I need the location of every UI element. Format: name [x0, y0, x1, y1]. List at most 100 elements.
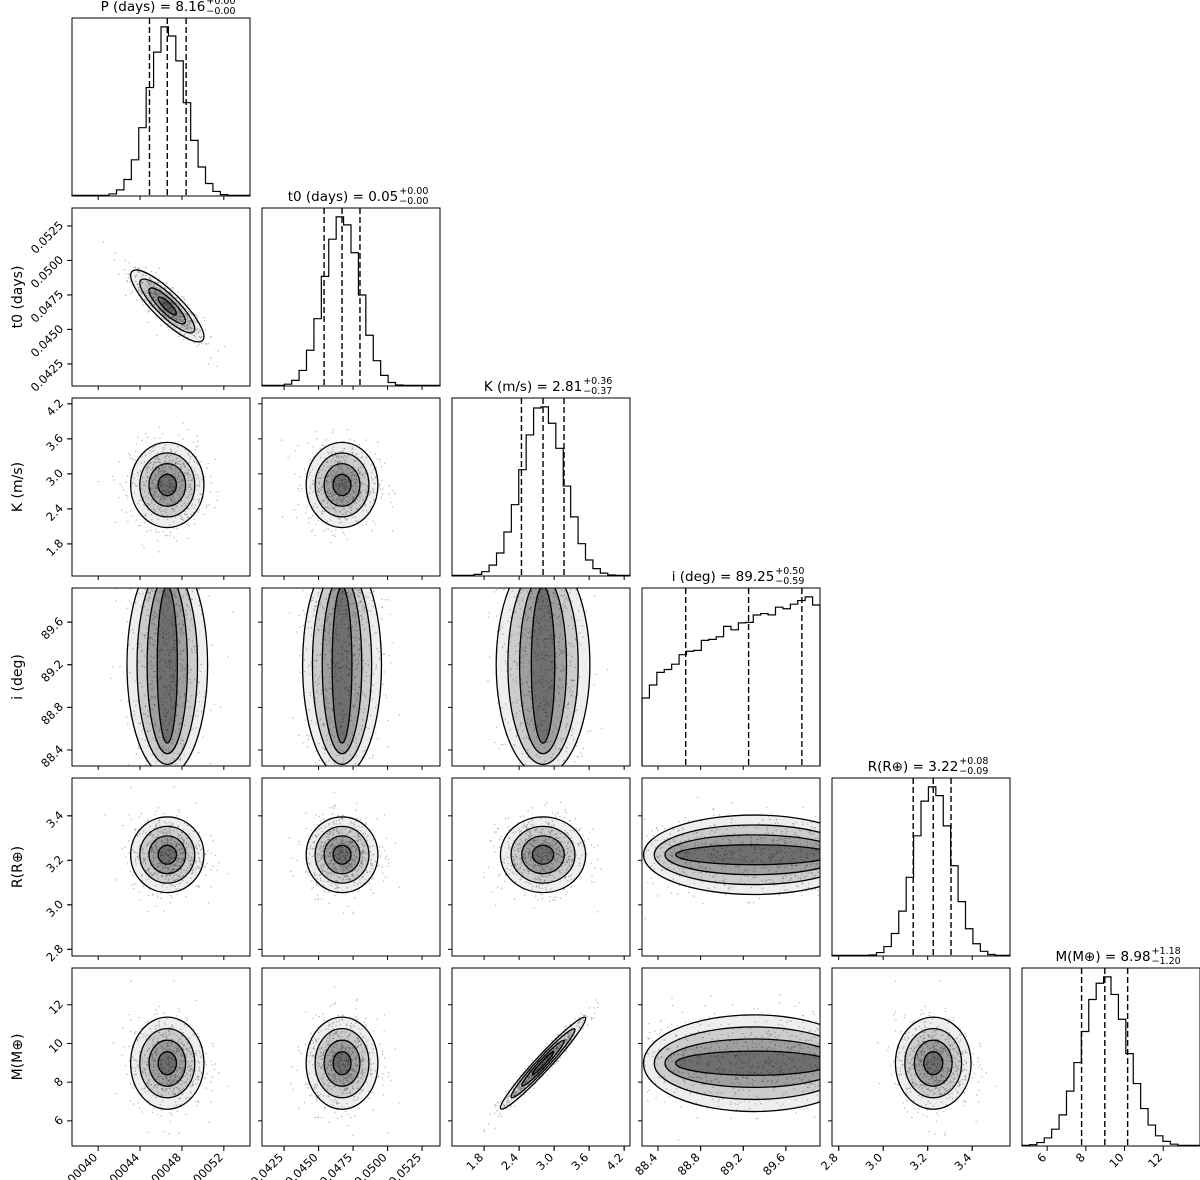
sample-point	[150, 488, 152, 491]
sample-point	[381, 598, 383, 600]
sample-point	[308, 522, 310, 524]
sample-point	[159, 728, 161, 730]
sample-point	[178, 489, 181, 491]
sample-point	[192, 640, 194, 642]
sample-point	[193, 342, 195, 344]
sample-point	[337, 457, 339, 459]
sample-point	[352, 492, 355, 494]
sample-point	[362, 499, 364, 501]
sample-point	[600, 727, 603, 730]
sample-point	[330, 492, 332, 494]
title-error-minus: −0.37	[583, 386, 612, 397]
sample-point	[488, 616, 490, 618]
sample-point	[335, 459, 337, 462]
sample-point	[198, 588, 201, 590]
sample-point	[338, 748, 340, 750]
sample-point	[352, 499, 354, 502]
sample-point	[368, 689, 371, 692]
sample-point	[196, 484, 198, 487]
sample-point	[198, 681, 200, 684]
sample-point	[356, 508, 358, 510]
sample-point	[329, 495, 331, 498]
sample-point	[208, 595, 210, 597]
panel-content	[97, 422, 219, 553]
sample-point	[330, 478, 333, 481]
sample-point	[168, 750, 170, 752]
sample-point	[326, 690, 328, 692]
sample-point	[335, 662, 338, 665]
sample-point	[181, 651, 183, 653]
sample-point	[174, 498, 176, 500]
sample-point	[124, 269, 126, 271]
sample-point	[164, 592, 166, 594]
sample-point	[189, 457, 192, 460]
sample-point	[128, 262, 131, 264]
sample-point	[143, 291, 145, 293]
sample-point	[353, 496, 355, 498]
sample-point	[348, 673, 350, 675]
sample-point	[342, 492, 344, 494]
sample-point	[178, 496, 181, 498]
sample-point	[155, 905, 157, 907]
sample-point	[155, 648, 157, 651]
sample-point	[328, 723, 330, 726]
sample-point	[332, 534, 334, 537]
sample-point	[164, 457, 166, 459]
sample-point	[154, 704, 156, 707]
sample-point	[354, 613, 356, 615]
sample-point	[206, 862, 208, 865]
sample-point	[343, 472, 345, 474]
sample-point	[188, 606, 190, 608]
title-error-plus: +0.00	[206, 0, 235, 7]
sample-point	[155, 316, 157, 318]
sample-point	[311, 514, 314, 516]
sample-point	[351, 731, 353, 734]
sample-point	[368, 494, 370, 496]
sample-point	[102, 241, 105, 243]
sample-point	[392, 490, 394, 492]
sample-point	[218, 862, 220, 864]
sample-point	[166, 454, 168, 457]
sample-point	[174, 486, 176, 488]
sample-point	[327, 488, 330, 490]
sample-point	[339, 492, 342, 495]
sample-point	[385, 697, 387, 699]
sample-point	[146, 436, 148, 438]
sample-point	[332, 497, 334, 500]
sample-point	[171, 490, 174, 492]
sample-point	[376, 458, 379, 460]
sample-point	[198, 343, 200, 346]
sample-point	[143, 695, 146, 697]
sample-point	[149, 596, 151, 598]
sample-point	[179, 335, 181, 337]
sample-point	[301, 488, 303, 490]
sample-point	[161, 600, 164, 603]
sample-point	[205, 874, 207, 876]
sample-point	[175, 611, 177, 613]
histogram-title: K (m/s) = 2.81+0.36−0.37	[484, 376, 613, 397]
sample-point	[163, 616, 166, 618]
sample-point	[151, 667, 153, 670]
sample-point	[364, 471, 367, 473]
sample-point	[172, 666, 174, 668]
sample-point	[148, 281, 150, 283]
sample-point	[328, 452, 330, 455]
sample-point	[488, 656, 491, 658]
sample-point	[292, 717, 294, 719]
sample-point	[353, 440, 356, 442]
sample-point	[172, 499, 174, 501]
sample-point	[187, 507, 190, 510]
sample-point	[178, 486, 181, 489]
sample-point	[180, 717, 182, 720]
sample-point	[174, 604, 176, 607]
sample-point	[188, 484, 190, 486]
sample-point	[180, 316, 182, 318]
sample-point	[151, 519, 153, 521]
sample-point	[142, 592, 144, 595]
sample-point	[323, 607, 326, 609]
sample-point	[113, 258, 115, 261]
sample-point	[352, 465, 355, 468]
sample-point	[326, 490, 329, 493]
sample-point	[192, 507, 195, 509]
